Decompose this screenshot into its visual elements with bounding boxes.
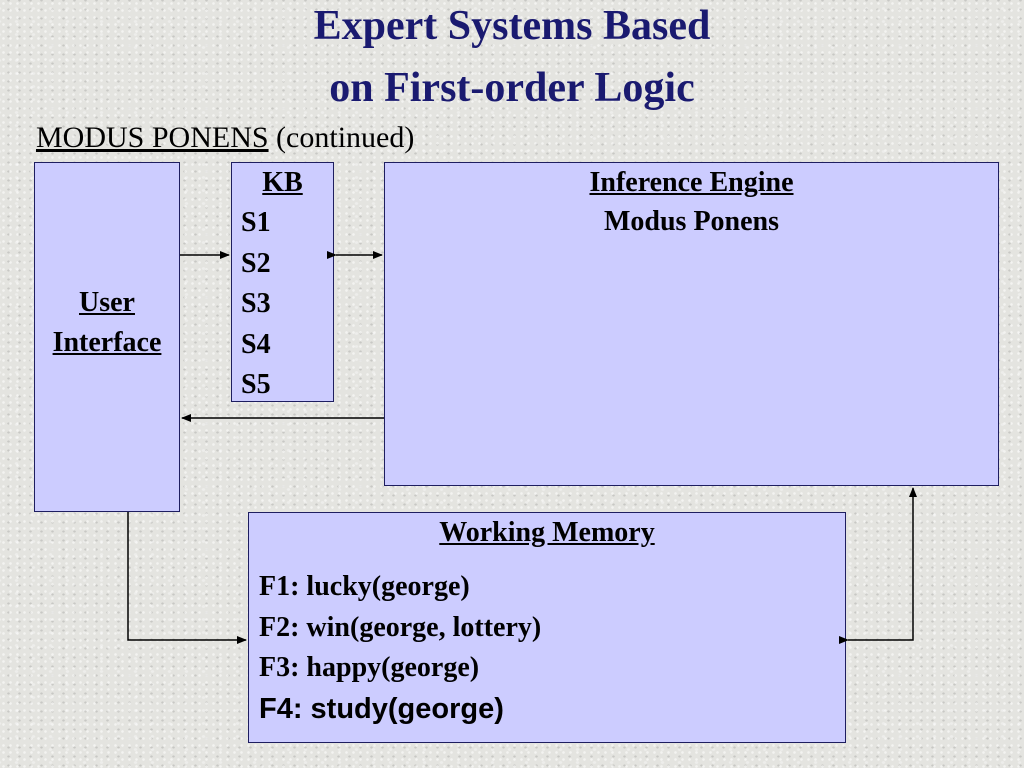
working-memory-facts: F1: lucky(george) F2: win(george, lotter… [259,567,541,729]
kb-sentence: S4 [241,328,271,360]
kb-sentence: S3 [241,288,271,319]
user-interface-box: User Interface [34,162,180,512]
arrow-working-memory-ie-bidirectional [839,487,917,644]
user-interface-label: User Interface [35,283,179,363]
kb-sentence: S2 [241,247,271,279]
subtitle-modus-ponens: MODUS PONENS [36,121,269,154]
fact-item: F2: win(george, lottery) [259,611,542,643]
working-memory-heading: Working Memory [439,517,655,548]
fact-item: F1: lucky(george) [259,571,470,602]
kb-sentence-list: S1 S2 S3 S4 S5 [241,203,271,406]
inference-engine-method: Modus Ponens [603,206,780,237]
kb-box: KB S1 S2 S3 S4 S5 [231,162,334,402]
section-subtitle: MODUS PONENS (continued) [36,118,414,158]
kb-sentence: S1 [241,207,271,238]
kb-sentence: S5 [241,369,271,400]
user-interface-label-line-2: Interface [52,327,162,358]
slide-title-line-1: Expert Systems Based [313,3,711,49]
kb-heading: KB [262,167,303,198]
slide-title-line-2: on First-order Logic [329,65,695,111]
fact-item: F3: happy(george) [259,652,480,683]
subtitle-continued: (continued) [268,121,415,154]
arrow-ui-to-working-memory [127,512,247,644]
fact-item-new: F4: study(george) [259,692,504,725]
user-interface-label-line-1: User [79,287,135,318]
inference-engine-box: Inference Engine Modus Ponens [384,162,999,486]
inference-engine-heading: Inference Engine [589,167,794,198]
working-memory-box: Working Memory F1: lucky(george) F2: win… [248,512,846,743]
